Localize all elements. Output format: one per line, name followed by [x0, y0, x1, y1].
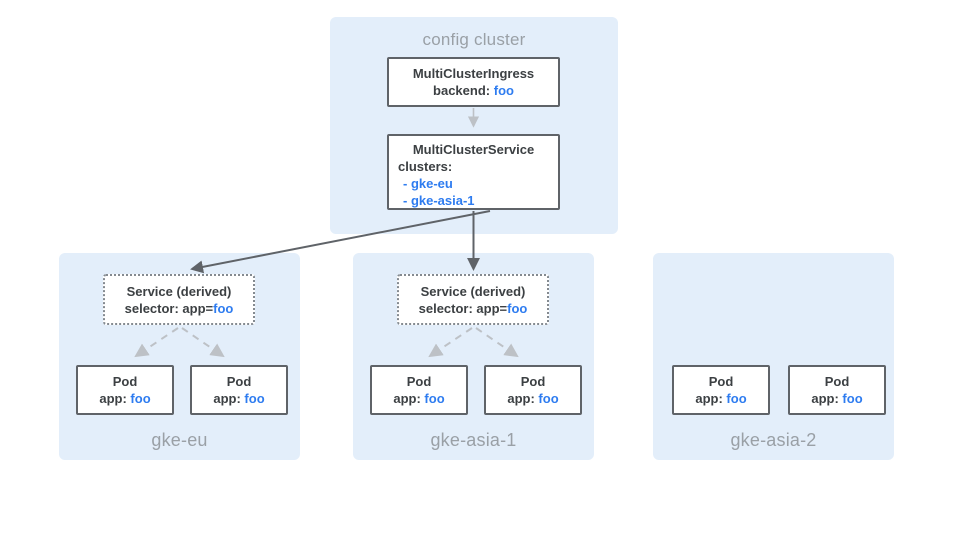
- pod-title: Pod: [708, 374, 734, 389]
- app-value: foo: [424, 391, 445, 406]
- selector-label: selector: app=: [418, 300, 508, 316]
- derived-service-title: Service (derived): [126, 283, 232, 299]
- multi-cluster-ingress-title: MultiClusterIngress: [412, 66, 535, 81]
- backend-label: backend:: [433, 83, 491, 98]
- multi-cluster-service-title: MultiClusterService: [412, 142, 535, 157]
- derived-service-box-gke-eu: Service (derived) selector: app=foo: [103, 274, 255, 325]
- pod-app: app: foo: [486, 390, 580, 407]
- pod-title: Pod: [226, 374, 252, 389]
- app-value: foo: [726, 391, 747, 406]
- cluster-label-gke-asia-2: gke-asia-2: [730, 430, 817, 450]
- selector-value: foo: [213, 300, 234, 316]
- pod-title: Pod: [520, 374, 546, 389]
- pod-app: app: foo: [78, 390, 172, 407]
- pod-title: Pod: [406, 374, 432, 389]
- pod-box: Pod app: foo: [76, 365, 174, 415]
- app-label: app:: [811, 391, 839, 406]
- pod-app: app: foo: [192, 390, 286, 407]
- app-value: foo: [130, 391, 151, 406]
- pod-app: app: foo: [372, 390, 466, 407]
- cluster-list-item-gke-eu: - gke-eu: [403, 176, 453, 191]
- clusters-label: clusters:: [398, 159, 453, 174]
- selector-value: foo: [507, 300, 528, 316]
- config-cluster-title: config cluster: [422, 30, 526, 49]
- multi-cluster-service-box: MultiClusterService clusters: - gke-eu -…: [387, 134, 560, 210]
- cluster-gke-asia-2: Pod app: foo Pod app: foo gke-asia-2: [653, 253, 894, 460]
- cluster-list-item-gke-asia-1: - gke-asia-1: [403, 193, 475, 208]
- pod-box: Pod app: foo: [788, 365, 886, 415]
- cluster-label-gke-asia-1: gke-asia-1: [430, 430, 517, 450]
- multi-cluster-ingress-backend: backend: foo: [389, 82, 558, 99]
- derived-service-selector: selector: app=foo: [399, 300, 547, 317]
- app-label: app:: [695, 391, 723, 406]
- derived-service-title: Service (derived): [420, 283, 526, 299]
- app-label: app:: [393, 391, 421, 406]
- config-cluster: config cluster MultiClusterIngress backe…: [330, 17, 618, 234]
- derived-service-selector: selector: app=foo: [105, 300, 253, 317]
- cluster-label-gke-eu: gke-eu: [151, 430, 208, 450]
- app-value: foo: [538, 391, 559, 406]
- pod-title: Pod: [112, 374, 138, 389]
- pod-box: Pod app: foo: [190, 365, 288, 415]
- pod-app: app: foo: [674, 390, 768, 407]
- app-value: foo: [842, 391, 863, 406]
- cluster-gke-asia-1: Service (derived) selector: app=foo Pod …: [353, 253, 594, 460]
- cluster-gke-eu: Service (derived) selector: app=foo Pod …: [59, 253, 300, 460]
- pod-title: Pod: [824, 374, 850, 389]
- pod-box: Pod app: foo: [370, 365, 468, 415]
- app-label: app:: [507, 391, 535, 406]
- app-value: foo: [244, 391, 265, 406]
- app-label: app:: [99, 391, 127, 406]
- backend-value: foo: [493, 83, 514, 98]
- pod-box: Pod app: foo: [484, 365, 582, 415]
- derived-service-box-gke-asia-1: Service (derived) selector: app=foo: [397, 274, 549, 325]
- app-label: app:: [213, 391, 241, 406]
- multi-cluster-ingress-box: MultiClusterIngress backend: foo: [387, 57, 560, 107]
- pod-box: Pod app: foo: [672, 365, 770, 415]
- pod-app: app: foo: [790, 390, 884, 407]
- selector-label: selector: app=: [124, 300, 214, 316]
